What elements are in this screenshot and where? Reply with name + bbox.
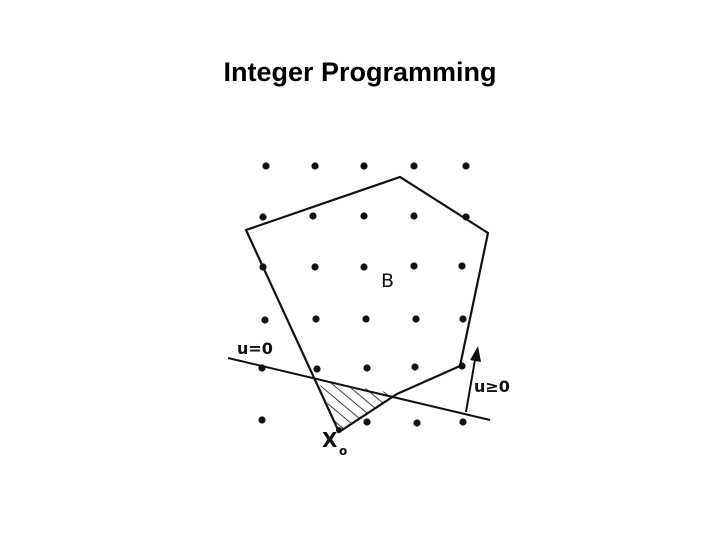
cut-line: [227, 357, 491, 421]
lattice-point: [410, 262, 418, 270]
lattice-point: [459, 418, 467, 426]
point-subscript: o: [339, 444, 347, 458]
lattice-point: [413, 419, 421, 427]
lattice-point: [410, 212, 418, 220]
region-label: B: [381, 270, 394, 292]
lattice-point: [412, 315, 420, 323]
lattice-point: [313, 365, 321, 373]
lattice-point: [459, 315, 467, 323]
lattice-point: [312, 315, 320, 323]
lattice-point: [462, 162, 470, 170]
lattice-point: [262, 162, 270, 170]
lattice-point: [311, 263, 319, 271]
lattice-point: [411, 363, 419, 371]
cut-line-label: u=0: [237, 339, 273, 358]
direction-arrow: [465, 346, 481, 413]
lattice-point: [363, 418, 371, 426]
lattice-point: [360, 263, 368, 271]
lattice-point: [458, 262, 466, 270]
lattice-point: [360, 162, 368, 170]
lattice-point: [311, 162, 319, 170]
lattice-point: [363, 364, 371, 372]
lattice-points: [258, 162, 470, 427]
lattice-point: [360, 212, 368, 220]
page-title: Integer Programming: [223, 57, 497, 87]
vertex-marker: [336, 427, 342, 433]
lattice-point: [259, 213, 267, 221]
lattice-point: [362, 315, 370, 323]
lattice-point: [258, 416, 266, 424]
lattice-point: [261, 316, 269, 324]
direction-label: u≥0: [474, 377, 510, 396]
lattice-point: [309, 212, 317, 220]
lattice-point: [410, 162, 418, 170]
point-label: X: [322, 428, 338, 452]
